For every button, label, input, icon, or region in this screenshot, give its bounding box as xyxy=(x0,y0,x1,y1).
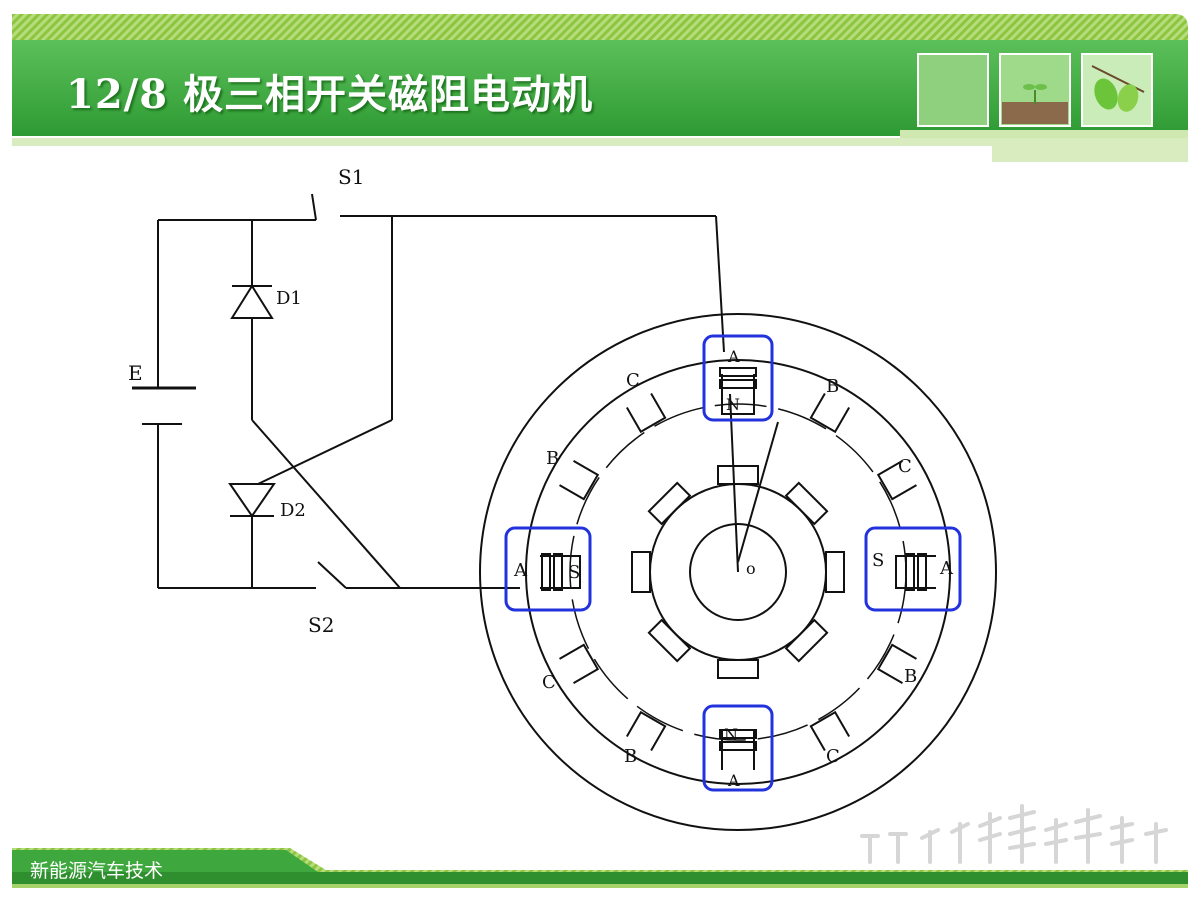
plant-decoration xyxy=(860,804,1168,864)
sprout-thumbnail xyxy=(999,53,1071,127)
switch-s1-label: S1 xyxy=(338,165,364,189)
center-o-label: o xyxy=(746,559,756,578)
title-decoration xyxy=(12,14,1188,162)
motor xyxy=(479,313,997,831)
leaf-thumbnail xyxy=(1081,53,1153,127)
pointer-line xyxy=(729,393,739,573)
diode-d2-label: D2 xyxy=(280,500,306,521)
phase-label-c: C xyxy=(626,370,640,391)
outer-housing xyxy=(479,313,997,831)
stator-yoke xyxy=(525,359,951,785)
phase-label-c: C xyxy=(898,456,912,477)
phase-label-c: C xyxy=(542,672,556,693)
switch-s1-blade xyxy=(311,193,317,221)
footer-course-title: 新能源汽车技术 xyxy=(30,860,164,882)
left-pole-polarity: S xyxy=(568,562,580,583)
highlight-left-pole xyxy=(504,526,592,612)
switch-s2-blade xyxy=(317,561,347,589)
right-pole-polarity: S xyxy=(872,550,884,571)
coil-right xyxy=(905,553,927,591)
phase-label-b: B xyxy=(904,666,917,687)
diode-d1 xyxy=(230,284,274,319)
left-pole-phase: A xyxy=(513,560,528,581)
highlight-bottom-pole xyxy=(702,704,774,792)
bottom-pole-phase: A xyxy=(727,771,740,790)
shaft-circle xyxy=(689,523,787,621)
coil-bottom xyxy=(719,729,757,751)
phase-label-b: B xyxy=(546,448,559,469)
highlight-right-pole xyxy=(864,526,962,612)
drive-circuit xyxy=(132,193,725,589)
phase-label-b: B xyxy=(826,376,839,397)
coil-top xyxy=(719,367,757,389)
rotor xyxy=(631,465,845,679)
diode-d2 xyxy=(228,483,276,518)
diode-d1-label: D1 xyxy=(276,288,302,309)
header-thumbnails xyxy=(917,53,1153,127)
phase-label-c: C xyxy=(826,746,840,767)
switch-s2-label: S2 xyxy=(308,613,334,637)
phase-label-b: B xyxy=(624,746,637,767)
page-title: 12/8 极三相开关磁阻电动机 xyxy=(66,71,594,118)
source-e-label: E xyxy=(128,361,143,385)
coil-left xyxy=(541,553,563,591)
highlight-top-pole xyxy=(702,334,774,422)
top-pole-phase: A xyxy=(727,347,740,366)
bottom-pole-polarity: N xyxy=(724,725,738,744)
footer-band xyxy=(12,848,1188,888)
top-pole-polarity: N xyxy=(726,395,740,414)
right-pole-phase: A xyxy=(939,558,954,579)
thumbnail-plain xyxy=(917,53,989,127)
pointer-arrow xyxy=(737,421,779,563)
